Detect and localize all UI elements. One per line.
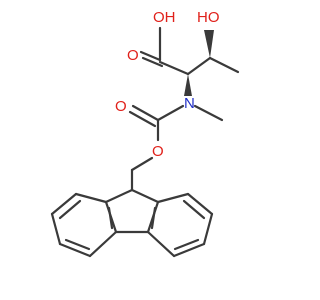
bond-oester-ch2 [130,156,154,172]
wedge-calpha-n [184,74,192,96]
atom-o-carbonyl-acid: O [127,47,139,64]
atom-oh-acid: OH [153,9,176,26]
bond-cooh-c-calpha [158,60,190,76]
bond-left-ring-1 [74,192,108,204]
bond-cooh-c-o-1 [139,50,162,62]
bond-right-ring-inner-3 [150,206,157,230]
bond-right-ring-5 [146,230,176,258]
atom-o-carbamate-carbonyl: O [115,98,127,115]
bond-right-ring-1 [156,192,190,204]
bond-n-methyl [193,104,224,122]
bond-cbeta-methyl [208,56,240,74]
bond-carbamate-c-o-1 [131,104,160,122]
bond-right-ring-2 [186,192,214,216]
bond-right-ring-4 [172,242,206,258]
bond-carbamate-c-o-2 [128,110,157,128]
structure-drawing: OH O HO N O O [50,9,240,258]
bond-right-ring-inner-2 [173,238,200,251]
atom-o-ester: O [152,143,164,160]
wedge-cbeta-oh [204,30,214,58]
bond-left-ring-inner-2 [64,238,91,251]
bond-calpha-cbeta [186,56,212,76]
bond-left-ring-inner-1 [58,199,82,220]
bond-c9-right [130,188,160,204]
bond-left-ring-2 [50,192,78,216]
bond-left-ring-4 [58,242,92,258]
atom-oh-side: HO [197,9,220,26]
bond-c9-left [104,188,134,204]
molecule-canvas: OH O HO N O O [50,9,240,258]
bond-right-ring-inner-1 [182,199,206,220]
atom-n: N [184,95,195,112]
bond-right-ring-3 [202,212,214,246]
bond-left-ring-inner-3 [107,206,114,230]
bond-n-carbamate-c [156,104,185,122]
bond-cooh-c-o-2 [141,56,164,68]
bond-left-ring-3 [50,212,62,246]
bond-left-ring-5 [88,230,118,258]
